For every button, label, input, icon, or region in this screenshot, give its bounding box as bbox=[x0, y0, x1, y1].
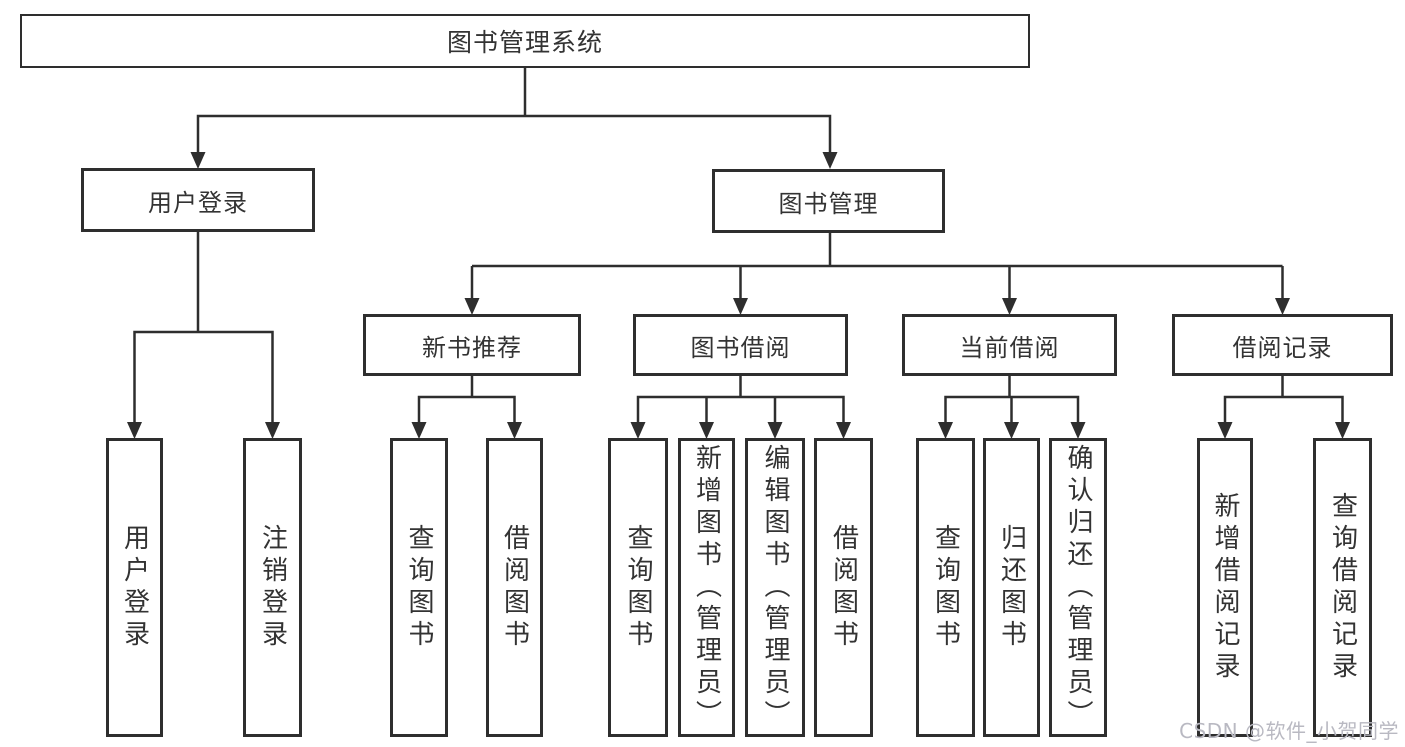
leaf-user-login: 用户登录 bbox=[106, 438, 163, 737]
node-new-book-recommend: 新书推荐 bbox=[363, 314, 581, 376]
leaf-current-confirm-return-admin: 确认归还（管理员） bbox=[1049, 438, 1107, 737]
node-root: 图书管理系统 bbox=[20, 14, 1030, 68]
connector-current-rail bbox=[944, 376, 1080, 423]
leaf-borrow-add-books-admin: 新增图书（管理员） bbox=[678, 438, 735, 737]
leaf-records-query-record: 查询借阅记录 bbox=[1313, 438, 1372, 737]
leaf-logout: 注销登录 bbox=[243, 438, 302, 737]
node-current-borrow: 当前借阅 bbox=[902, 314, 1117, 376]
arrowheads bbox=[127, 152, 1350, 439]
watermark-text: CSDN @软件_小贺同学 bbox=[1179, 719, 1399, 743]
leaf-borrow-edit-books-admin: 编辑图书（管理员） bbox=[745, 438, 805, 737]
node-user-login: 用户登录 bbox=[81, 168, 315, 232]
node-book-mgmt: 图书管理 bbox=[712, 169, 945, 233]
node-book-borrow: 图书借阅 bbox=[633, 314, 848, 376]
leaf-recommend-borrow-books: 借阅图书 bbox=[486, 438, 543, 737]
connector-records-rail bbox=[1223, 376, 1344, 423]
leaf-current-return-books: 归还图书 bbox=[983, 438, 1040, 737]
leaf-records-add-record: 新增借阅记录 bbox=[1197, 438, 1253, 737]
connector-user-login-rail bbox=[133, 330, 274, 423]
node-borrow-records: 借阅记录 bbox=[1172, 314, 1393, 376]
leaf-borrow-query-books: 查询图书 bbox=[608, 438, 668, 737]
leaf-recommend-query-books: 查询图书 bbox=[390, 438, 448, 737]
connector-borrow-rail bbox=[636, 376, 845, 423]
connector-recommend-rail bbox=[417, 376, 516, 423]
leaf-current-query-books: 查询图书 bbox=[916, 438, 975, 737]
connector-level1-rail bbox=[196, 114, 832, 153]
leaf-borrow-borrow-books: 借阅图书 bbox=[814, 438, 873, 737]
